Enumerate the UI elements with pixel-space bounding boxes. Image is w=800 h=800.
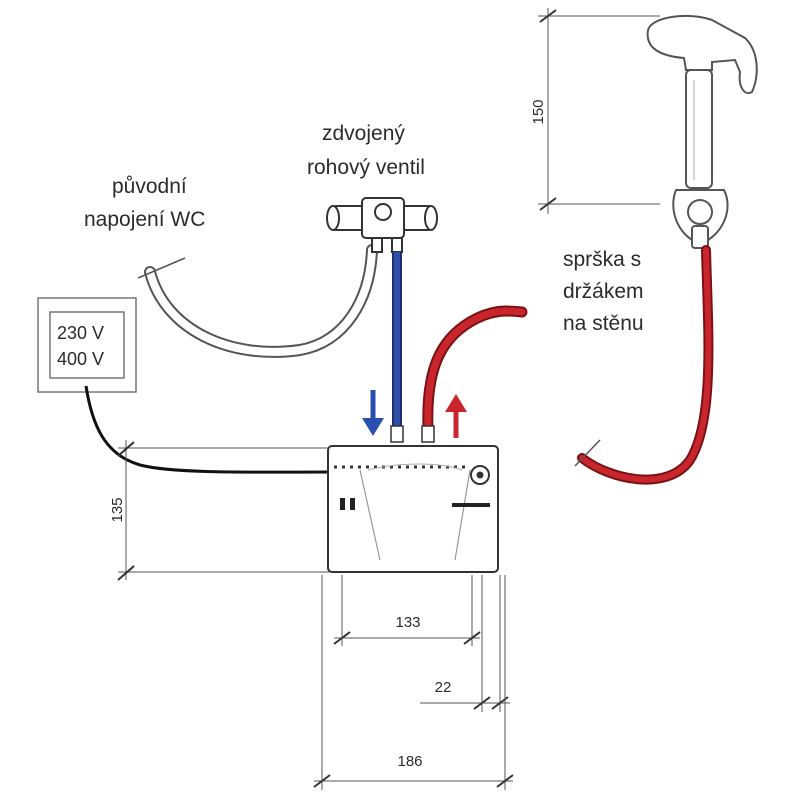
cold-water-pipe: [390, 252, 404, 443]
original-wc-hose: [137, 244, 378, 358]
hand-spray: [646, 14, 758, 249]
cold-inflow-arrow: [362, 390, 384, 436]
double-corner-valve: [326, 197, 438, 253]
label-original-wc: původní napojení WC: [84, 175, 205, 231]
dim-unit-width-label: 186: [397, 753, 422, 770]
label-double-valve-line2: rohový ventil: [307, 156, 425, 179]
water-heater-unit: [327, 445, 499, 573]
dimension-unit-height: 135: [109, 440, 330, 581]
label-double-valve: zdvojený rohový ventil: [307, 122, 425, 179]
power-cable: [84, 385, 329, 474]
dimension-unit-depth: 133: [333, 575, 481, 646]
voltage-230-label: 230 V: [57, 323, 104, 343]
hot-outflow-arrow: [445, 394, 467, 438]
dimension-unit-width: 186: [313, 575, 514, 790]
dim-unit-depth-label: 133: [395, 614, 420, 631]
label-spray-line1: sprška s: [563, 248, 641, 271]
label-spray-line2: držákem: [563, 280, 644, 303]
voltage-400-label: 400 V: [57, 349, 104, 369]
dimension-offset: 22: [420, 575, 510, 712]
dimension-spray-height: 150: [530, 8, 660, 214]
label-spray: sprška s držákem na stěnu: [563, 248, 644, 335]
power-supply-box: 230 V 400 V: [37, 297, 137, 393]
hot-water-pipe: [421, 305, 528, 443]
label-original-wc-line2: napojení WC: [84, 208, 205, 231]
dim-spray-height-label: 150: [530, 99, 547, 124]
label-original-wc-line1: původní: [112, 175, 187, 198]
spray-hose: [574, 245, 714, 485]
label-spray-line3: na stěnu: [563, 312, 644, 335]
label-double-valve-line1: zdvojený: [322, 122, 405, 145]
dim-unit-height-label: 135: [109, 497, 126, 522]
dim-offset-label: 22: [435, 679, 452, 696]
